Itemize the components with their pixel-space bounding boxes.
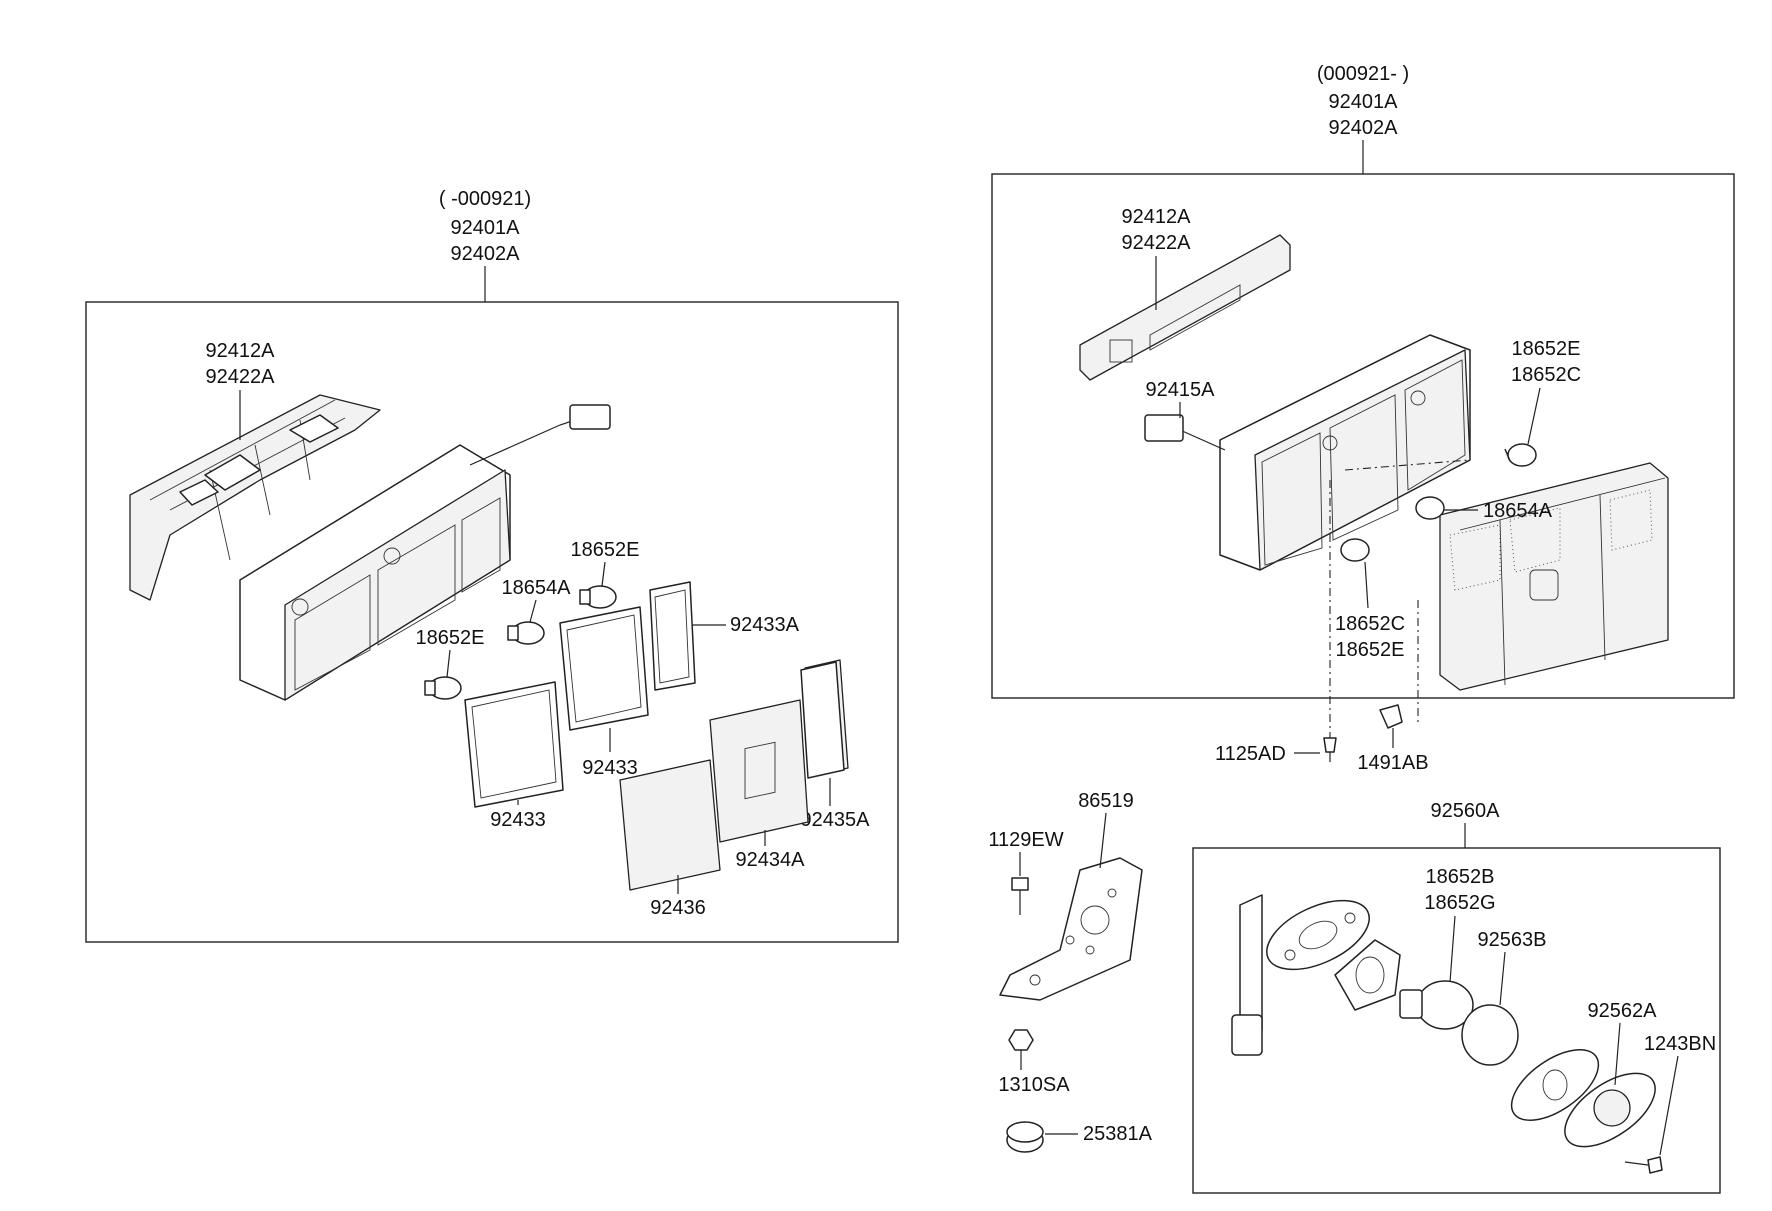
- right-bracket-label-2: 92422A: [1122, 232, 1192, 254]
- left-gasket-mid: [559, 606, 649, 731]
- right-housing-part: [1144, 334, 1471, 571]
- nut-part: [1008, 1029, 1034, 1051]
- right-bulb-low: [1340, 538, 1370, 562]
- left-bulb-mid-label: 18654A: [502, 577, 572, 599]
- left-gasket-left-label: 92433: [490, 809, 546, 831]
- left-gasket-left: [464, 681, 564, 808]
- license-lamp-frame: [1192, 847, 1721, 1194]
- license-lens-label: 92562A: [1588, 1000, 1658, 1022]
- right-code-1: 92401A: [1329, 91, 1399, 113]
- bushing-label: 25381A: [1083, 1123, 1153, 1145]
- license-bulb-part: [1399, 980, 1474, 1030]
- license-lamp-code: 92560A: [1431, 800, 1501, 822]
- left-gasket-mid-label: 92433: [582, 757, 638, 779]
- left-code-2: 92402A: [451, 243, 521, 265]
- mount-bracket-part: [999, 857, 1143, 1001]
- license-socket-part: [1231, 894, 1370, 1056]
- license-lens-part: [1564, 1072, 1656, 1148]
- left-bulb-left-label: 18652E: [416, 627, 485, 649]
- right-lamp-group: (000921- ) 92401A 92402A 92412A 92422A 9…: [991, 63, 1735, 774]
- license-screw-part: [1624, 1156, 1663, 1174]
- right-bulb-mid-label: 18654A: [1483, 500, 1553, 522]
- bushing-part: [1006, 1121, 1044, 1153]
- right-range-label: (000921- ): [1317, 63, 1409, 85]
- right-bulb-top-label-1: 18652E: [1512, 338, 1581, 360]
- bolt-part: [1011, 877, 1029, 915]
- bolt-label: 1129EW: [988, 829, 1063, 851]
- license-lamp-group: 92560A 18652B 18652G 92563B: [1192, 800, 1721, 1194]
- right-bulb-low-label-1: 18652C: [1335, 613, 1405, 635]
- left-bulb-right: [579, 585, 617, 609]
- left-lens-right-label: 92435A: [801, 809, 871, 831]
- right-bracket-part: [1079, 234, 1291, 381]
- left-bracket-label-2: 92422A: [206, 366, 276, 388]
- left-bracket-label-1: 92412A: [206, 340, 276, 362]
- license-bulb-label-2: 18652G: [1424, 892, 1495, 914]
- left-bulb-right-label: 18652E: [571, 539, 640, 561]
- bottom-parts-group: 86519 1129EW 1310SA 25381A: [988, 790, 1153, 1153]
- license-bulb-label-1: 18652B: [1426, 866, 1495, 888]
- mount-bracket-label: 86519: [1078, 790, 1134, 812]
- left-lens-right: [800, 659, 849, 779]
- license-gasket-part: [1510, 1049, 1600, 1121]
- left-gasket-small-label: 92433A: [730, 614, 800, 636]
- right-clip-label: 1491AB: [1357, 752, 1428, 774]
- right-lens-part: [1439, 462, 1669, 691]
- left-bulb-mid: [507, 621, 545, 645]
- license-screw-label: 1243BN: [1644, 1033, 1716, 1055]
- left-gasket-small: [649, 581, 696, 691]
- nut-label: 1310SA: [998, 1074, 1070, 1096]
- left-code-1: 92401A: [451, 217, 521, 239]
- license-cover-part: [1461, 1004, 1519, 1066]
- right-group-frame: [991, 173, 1735, 699]
- right-bulb-top-label-2: 18652C: [1511, 364, 1581, 386]
- left-lamp-group: ( -000921) 92401A 92402A 92412A 92422A: [85, 188, 899, 943]
- right-bulb-top: [1504, 443, 1537, 467]
- license-cover-label: 92563B: [1478, 929, 1547, 951]
- right-screw-part: [1323, 737, 1337, 762]
- left-lens-mid-label: 92434A: [736, 849, 806, 871]
- right-bulb-low-label-2: 18652E: [1336, 639, 1405, 661]
- right-code-2: 92402A: [1329, 117, 1399, 139]
- left-lens-mid: [709, 699, 809, 843]
- left-bracket-part: [129, 394, 381, 601]
- right-screw-label: 1125AD: [1215, 743, 1286, 765]
- right-connector-label: 92415A: [1146, 379, 1216, 401]
- left-range-label: ( -000921): [439, 188, 531, 210]
- right-clip-part: [1379, 704, 1403, 729]
- left-housing-part: [239, 404, 611, 701]
- left-bulb-left: [424, 676, 462, 700]
- license-holder-part: [1334, 939, 1401, 1011]
- left-lens-left: [619, 759, 721, 891]
- right-bulb-mid: [1415, 496, 1445, 520]
- left-group-frame: [85, 301, 899, 943]
- left-lens-left-label: 92436: [650, 897, 706, 919]
- right-bracket-label-1: 92412A: [1122, 206, 1192, 228]
